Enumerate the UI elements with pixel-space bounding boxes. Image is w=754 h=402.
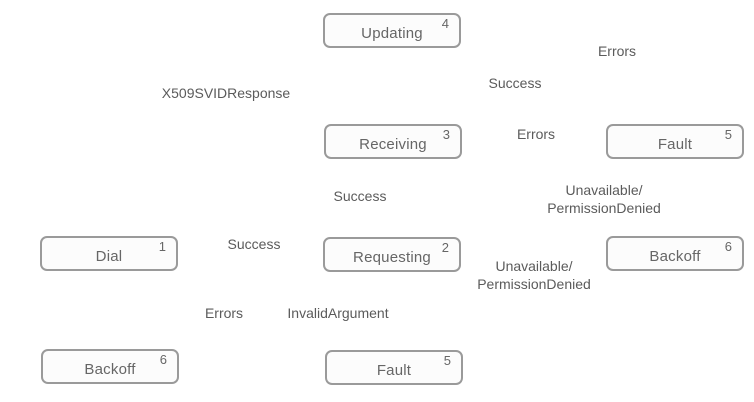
state-node-backoff-right: Backoff 6 [606, 236, 744, 271]
state-node-number: 5 [724, 127, 732, 142]
edge-label-invalidargument: InvalidArgument [287, 305, 389, 321]
edge-label-unavailable-center: Unavailable/ PermissionDenied [477, 258, 591, 292]
edge-label-x509svidresponse: X509SVIDResponse [161, 85, 291, 101]
state-node-label: Fault [657, 135, 693, 153]
state-node-number: 2 [441, 240, 449, 255]
state-node-number: 3 [442, 127, 450, 142]
state-node-receiving: Receiving 3 [324, 124, 462, 159]
edge-label-errors-top: Errors [597, 43, 637, 59]
state-node-number: 6 [159, 352, 167, 367]
state-node-number: 5 [443, 353, 451, 368]
state-node-requesting: Requesting 2 [323, 237, 461, 272]
state-node-backoff-bottom: Backoff 6 [41, 349, 179, 384]
state-node-number: 6 [724, 239, 732, 254]
state-node-updating: Updating 4 [323, 13, 461, 48]
edge-label-errors-mid: Errors [516, 126, 556, 142]
state-node-label: Updating [361, 24, 423, 42]
state-node-label: Dial [95, 247, 123, 265]
edge-label-errors-bottom: Errors [204, 305, 244, 321]
edge-label-success-mid: Success [333, 188, 387, 204]
state-node-label: Fault [376, 361, 412, 379]
state-node-label: Backoff [84, 360, 136, 378]
state-node-fault-bottom: Fault 5 [325, 350, 463, 385]
state-node-dial: Dial 1 [40, 236, 178, 271]
state-node-label: Requesting [353, 248, 431, 266]
edge-label-success-left: Success [227, 236, 281, 252]
state-node-label: Backoff [649, 247, 701, 265]
edge-label-success-top: Success [488, 75, 542, 91]
state-node-number: 4 [441, 16, 449, 31]
state-node-fault-right: Fault 5 [606, 124, 744, 159]
state-node-label: Receiving [359, 135, 427, 153]
state-node-number: 1 [158, 239, 166, 254]
edge-label-unavailable-right: Unavailable/ PermissionDenied [547, 182, 661, 216]
